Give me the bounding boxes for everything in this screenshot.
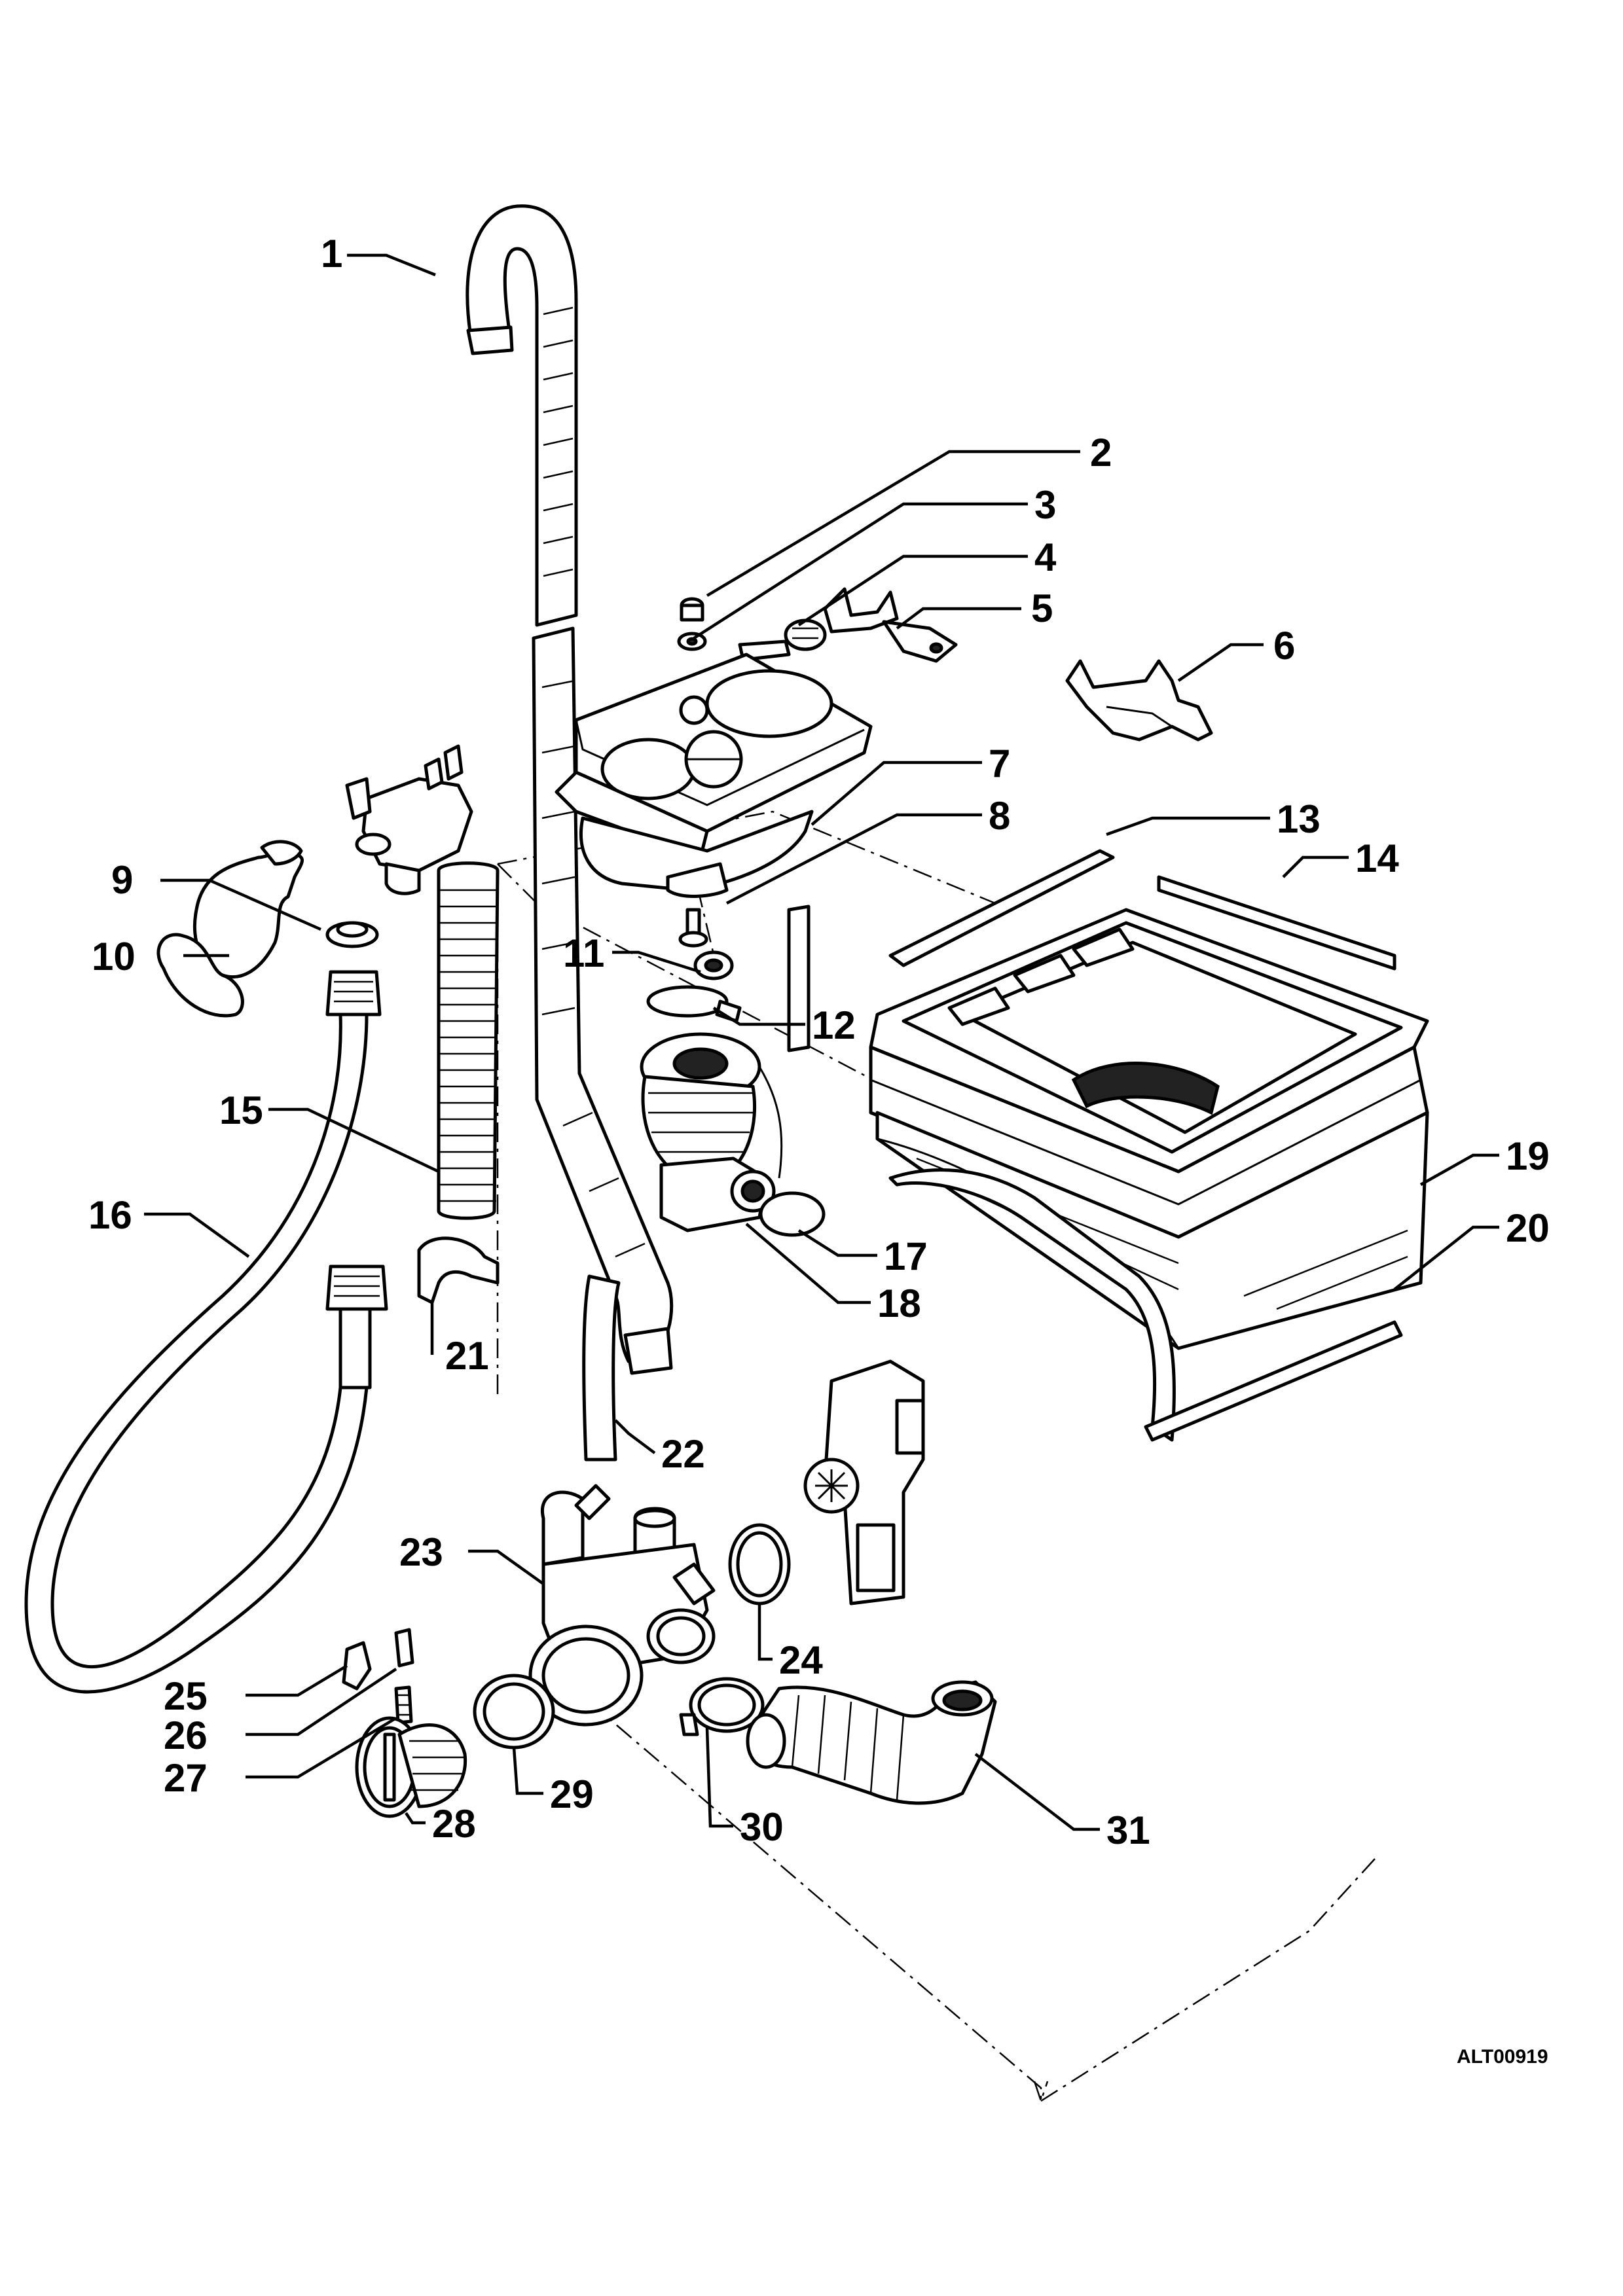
bellows-hose xyxy=(746,1680,997,1805)
callout-21: 21 xyxy=(445,1334,489,1378)
callout-11: 11 xyxy=(563,931,604,975)
callout-2: 2 xyxy=(1090,431,1112,475)
callout-24: 24 xyxy=(779,1638,823,1682)
callout-29: 29 xyxy=(550,1772,594,1816)
callout-5: 5 xyxy=(1031,586,1053,630)
callout-19: 19 xyxy=(1506,1134,1550,1178)
callout-9: 9 xyxy=(111,858,133,902)
callout-22: 22 xyxy=(661,1432,705,1476)
callout-4: 4 xyxy=(1034,535,1057,579)
callout-17: 17 xyxy=(884,1234,928,1278)
seals xyxy=(473,1523,791,1749)
inlet-hose xyxy=(24,840,388,1694)
callout-25: 25 xyxy=(164,1674,208,1718)
callout-23: 23 xyxy=(399,1530,443,1574)
callout-labels: 1 2 3 4 5 6 7 8 9 10 11 12 13 14 15 16 1… xyxy=(88,232,1550,1852)
callout-12: 12 xyxy=(812,1003,856,1047)
leader-lines xyxy=(144,253,1499,1831)
tub-assembly xyxy=(869,849,1429,1442)
callout-6: 6 xyxy=(1273,624,1295,668)
bracket xyxy=(1065,659,1213,742)
callout-1: 1 xyxy=(321,232,342,276)
pump-housing xyxy=(528,1484,716,1727)
pump-motor xyxy=(803,1359,925,1605)
drain-hose xyxy=(465,204,674,1462)
callout-8: 8 xyxy=(989,794,1010,838)
callout-20: 20 xyxy=(1506,1206,1550,1250)
corrugated-hose xyxy=(437,861,500,1220)
callout-26: 26 xyxy=(164,1713,208,1757)
callout-10: 10 xyxy=(92,935,136,978)
callout-31: 31 xyxy=(1106,1808,1150,1852)
callout-27: 27 xyxy=(164,1756,208,1800)
callout-18: 18 xyxy=(877,1282,921,1325)
dispenser-housing xyxy=(555,653,873,948)
callout-14: 14 xyxy=(1355,836,1399,880)
clamps-clips xyxy=(417,1191,826,1304)
filter-parts xyxy=(342,1628,467,1818)
callout-30: 30 xyxy=(740,1805,784,1849)
callout-28: 28 xyxy=(432,1802,476,1846)
callout-16: 16 xyxy=(88,1193,132,1237)
inlet-valve xyxy=(345,744,473,895)
callout-3: 3 xyxy=(1034,483,1056,527)
callout-7: 7 xyxy=(989,742,1010,785)
small-hardware xyxy=(677,587,958,663)
callout-15: 15 xyxy=(219,1088,263,1132)
callout-13: 13 xyxy=(1277,797,1321,841)
sump-assembly xyxy=(640,905,822,1236)
drawing-code: ALT00919 xyxy=(1457,2046,1548,2068)
